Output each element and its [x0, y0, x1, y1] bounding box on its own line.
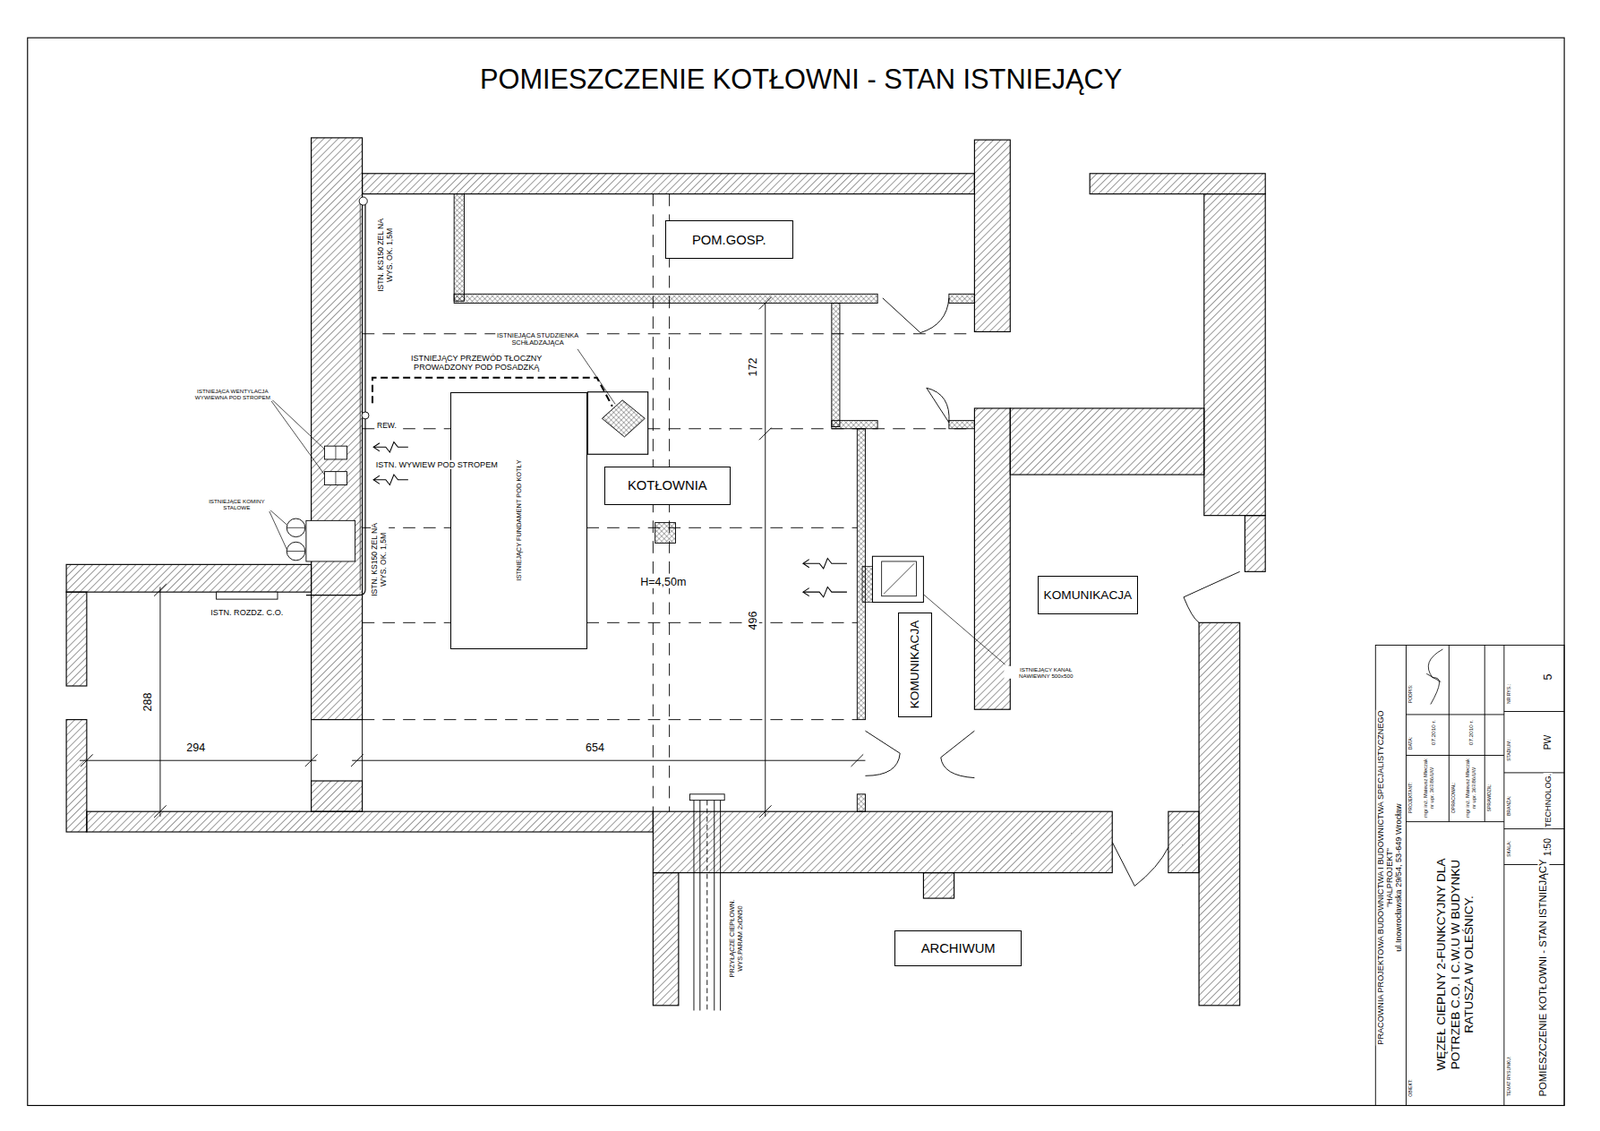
- callout-note: ISTNIEJĄCA STUDZIENKA SCHŁADZAJĄCA: [495, 332, 581, 348]
- room-label-box-vertical: KOMUNIKACJA: [898, 612, 933, 718]
- dimension: 288: [141, 692, 155, 713]
- title-block-text: TECHNOLOG.: [1543, 771, 1553, 828]
- dimension: 496: [746, 609, 760, 631]
- title-block-text: mgr inż. Mateusz Mleczak nr upr. 367/86/…: [1422, 756, 1435, 820]
- callout-note: ISTNIEJĄCA WENTYLACJA WYWIEWNA POD STROP…: [189, 387, 275, 401]
- room-label-box: KOMUNIKACJA: [1037, 575, 1138, 615]
- title-block-field: PROJEKTANT:: [1408, 781, 1414, 814]
- title-block-field: SPRAWDZIŁ:: [1487, 783, 1493, 813]
- room-label-box-vertical: ISTNIEJĄCY FUNDAMENT POD KOTŁY: [450, 392, 589, 650]
- title-block-text: ul.Inowrocławska 29/54, 53-649 Wrocław: [1394, 802, 1404, 952]
- pipe-note: ISTNIEJĄCY PRZEWÓD TŁOCZNY PROWADZONY PO…: [402, 352, 552, 372]
- title-block-field: OBIEKT:: [1408, 1078, 1414, 1098]
- title-block-field: BRANŻA:: [1506, 795, 1513, 817]
- title-block-field: SKALA:: [1506, 839, 1513, 858]
- title-block-text: POMIESZCZENIE KOTŁOWNI - STAN ISTNIEJĄCY: [1538, 857, 1550, 1097]
- title-block-field: NR RYS.:: [1506, 683, 1513, 705]
- callout-note: ISTNIEJĄCE KOMINY STALOWE: [198, 497, 274, 511]
- room-label-box: ARCHIWUM: [894, 930, 1021, 967]
- callout-note: ISTNIEJĄCY KANAŁ NAWIEWNY 500x500: [1004, 666, 1088, 679]
- title-block-field: OPRACOWAŁ:: [1451, 781, 1457, 814]
- drawing-title: POMIESZCZENIE KOTŁOWNI - STAN ISTNIEJĄCY: [479, 63, 1122, 96]
- title-block-field: TEMAT RYSUNKU:: [1506, 1055, 1513, 1098]
- dimension: 294: [185, 741, 206, 754]
- callout-note: ISTN. ROZDZ. C.O.: [209, 607, 284, 617]
- title-block-field: PODPIS:: [1408, 684, 1414, 705]
- title-block-field: STADIUM:: [1506, 738, 1513, 762]
- pipe-note: ISTN. KS150 ZEL NA WYS. OK. 1,5M: [370, 520, 389, 598]
- pipe-note: PRZYŁĄCZE CIEPŁOWN. WYS.PARAM 2xDN50: [728, 889, 745, 988]
- title-block-text: 07.2010 r.: [1468, 718, 1475, 746]
- room-name: POM.GOSP.: [692, 232, 767, 248]
- title-block-text: WĘZEŁ CIEPLNY 2-FUNKCYJNY DLA POTRZEB C.…: [1435, 838, 1478, 1090]
- title-block-text: PRACOWNIA PROJEKTOWA BUDOWNICTWA I BUDOW…: [1376, 709, 1386, 1045]
- room-label-box: POM.GOSP.: [665, 220, 793, 259]
- room-name: KOMUNIKACJA: [907, 620, 922, 710]
- room-label-box: KOTŁOWNIA: [604, 466, 731, 505]
- callout-note: REW.: [376, 421, 398, 431]
- dimension: 172: [746, 357, 760, 378]
- room-name: KOMUNIKACJA: [1043, 588, 1133, 602]
- title-block-field: DATA:: [1408, 735, 1414, 751]
- room-name: ARCHIWUM: [921, 941, 996, 956]
- room-name: KOTŁOWNIA: [627, 478, 708, 493]
- room-name: ISTNIEJĄCY FUNDAMENT POD KOTŁY: [514, 460, 522, 582]
- pipe-note: ISTN. KS150 ZEL NA WYS. OK. 1,5M: [376, 216, 395, 294]
- title-block-text: 5: [1541, 672, 1555, 681]
- callout-note: ISTN. WYWIEW POD STROPEM: [375, 459, 499, 469]
- dimension: 654: [584, 741, 606, 754]
- title-block-text: PW: [1542, 733, 1554, 751]
- title-block-text: mgr inż. Mateusz Mleczak nr upr. 367/86/…: [1465, 756, 1478, 820]
- title-block-text: 07.2010 r.: [1430, 718, 1438, 746]
- height-note: H=4,50m: [639, 574, 687, 588]
- title-block-text: 1:50: [1542, 837, 1554, 857]
